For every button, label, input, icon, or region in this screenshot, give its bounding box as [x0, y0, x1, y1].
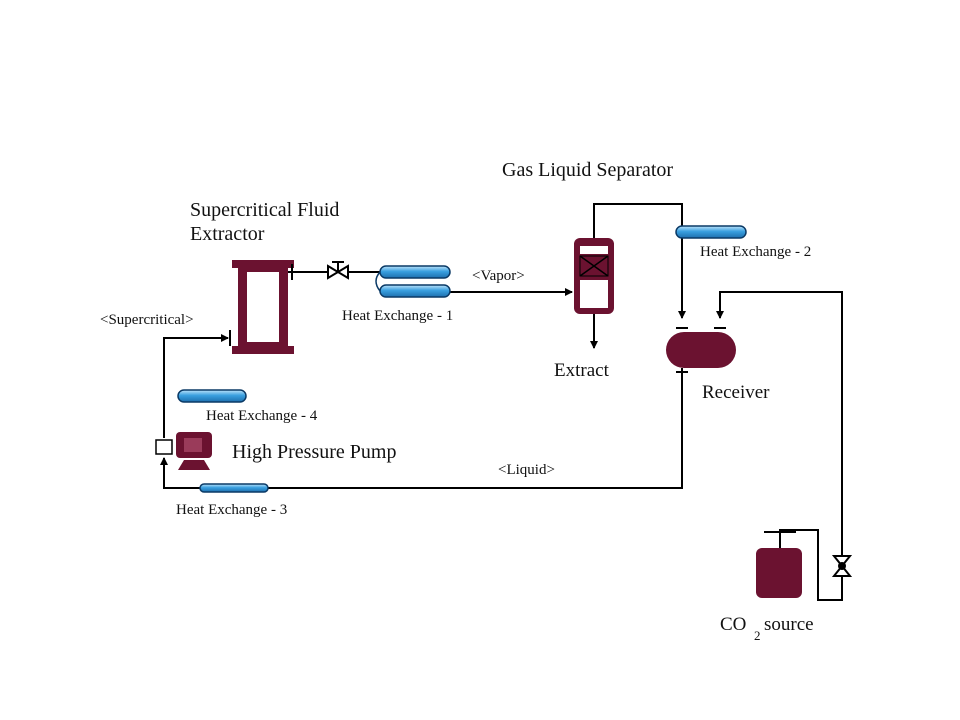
pipe-separator-top [593, 203, 686, 319]
extractor-title-line2: Extractor [190, 223, 265, 245]
receiver-vessel [666, 327, 736, 373]
pipes [160, 203, 843, 601]
pipe-liquid [160, 368, 683, 489]
heat-exchanger-4 [177, 389, 247, 403]
supercritical-label: <Supercritical> [100, 312, 194, 328]
pipe-co2 [716, 291, 843, 601]
co2-cylinder-icon [756, 531, 802, 598]
extractor-vessel [229, 260, 294, 354]
co2-label-subscript: 2 [754, 628, 761, 643]
heat-exchange-3-label: Heat Exchange - 3 [176, 502, 287, 518]
heat-exchanger-2 [675, 225, 747, 239]
extract-label: Extract [554, 360, 610, 381]
heat-exchange-1-label: Heat Exchange - 1 [342, 308, 453, 324]
co2-valve-icon [831, 555, 853, 577]
vapor-label: <Vapor> [472, 268, 525, 284]
needle-valve-icon [327, 261, 349, 280]
pipe-pump-to-extractor [163, 334, 229, 438]
gas-liquid-separator-vessel [574, 238, 614, 314]
heat-exchanger-3 [199, 483, 269, 493]
separator-title: Gas Liquid Separator [502, 159, 673, 181]
heat-exchanger-1 [375, 265, 451, 298]
heat-exchange-2-label: Heat Exchange - 2 [700, 244, 811, 260]
labels: Supercritical Fluid Extractor Gas Liquid… [100, 159, 814, 643]
liquid-label: <Liquid> [498, 462, 555, 478]
high-pressure-pump-icon [155, 432, 212, 470]
high-pressure-pump-label: High Pressure Pump [232, 441, 396, 463]
co2-label-prefix: CO [720, 614, 746, 635]
receiver-label: Receiver [702, 382, 770, 403]
heat-exchange-4-label: Heat Exchange - 4 [206, 408, 318, 424]
co2-label-suffix: source [764, 614, 814, 635]
extractor-title-line1: Supercritical Fluid [190, 199, 339, 221]
